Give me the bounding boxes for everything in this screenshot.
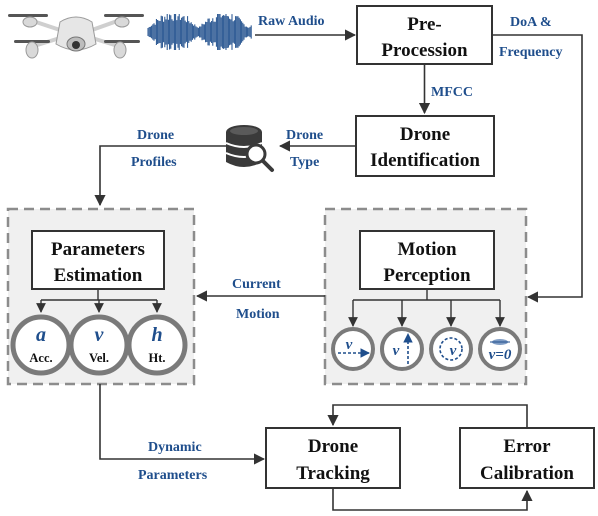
tracking-to-calibration-arrow [332, 488, 533, 511]
tracking-box: Drone Tracking [265, 427, 401, 489]
tracking-label-line1: Drone [308, 436, 358, 457]
calibration-label-line2: Calibration [480, 463, 574, 484]
estimation-label-line1: Parameters [51, 239, 145, 260]
preprocession-label-line2: Procession [381, 40, 468, 61]
identification-label-line2: Identification [370, 150, 480, 171]
drone-profiles-label-line2: Profiles [131, 155, 177, 170]
database-search-icon [225, 125, 274, 172]
doa-arrow [492, 34, 583, 303]
preprocession-box: Pre- Procession [356, 5, 493, 65]
parameters-group: Parameters Estimation a Acc. v Vel. h Ht… [6, 207, 196, 386]
doa-label-line1: DoA & [510, 15, 552, 30]
param-ht: h Ht. [126, 314, 188, 376]
raw-audio-label: Raw Audio [258, 14, 325, 29]
current-motion-label-line1: Current [232, 277, 281, 292]
mfcc-label: MFCC [431, 85, 473, 100]
motion-rotation-symbol: v [450, 343, 457, 359]
identification-box: Drone Identification [355, 115, 495, 177]
motion-vertical-state: v [380, 327, 424, 371]
estimation-label-line2: Estimation [54, 265, 143, 286]
preprocession-label-line1: Pre- [407, 14, 441, 35]
param-vel: v Vel. [68, 314, 130, 376]
dynamic-params-label-line2: Parameters [138, 468, 208, 483]
drone-profiles-arrow [94, 145, 226, 207]
identification-label-line1: Drone [400, 124, 450, 145]
calibration-label-line1: Error [503, 436, 551, 457]
motion-horizontal-state: v [331, 327, 375, 371]
drone-profiles-label-line1: Drone [137, 128, 174, 143]
dynamic-params-label-line1: Dynamic [148, 440, 202, 455]
doa-label-line2: Frequency [499, 45, 563, 60]
dynamic-parameters-arrow [99, 384, 266, 465]
tracking-label-line2: Tracking [296, 463, 370, 484]
perception-label-line2: Perception [383, 265, 471, 286]
param-vel-label: Vel. [89, 351, 109, 365]
param-ht-label: Ht. [148, 351, 165, 365]
motion-hover-symbol: v=0 [489, 347, 512, 363]
param-acc-label: Acc. [29, 351, 52, 365]
drone-icon [8, 14, 144, 59]
rotation-motion-icon [439, 337, 463, 361]
param-acc-symbol: a [36, 324, 46, 346]
drone-type-label-line2: Type [290, 155, 319, 170]
param-ht-symbol: h [151, 324, 162, 346]
motion-group: Motion Perception v v v [323, 207, 528, 386]
drone-type-label-line1: Drone [286, 128, 323, 143]
motion-hover-state: v=0 [478, 327, 522, 371]
waveform-trace [147, 14, 252, 50]
motion-vertical-symbol: v [393, 343, 400, 359]
hover-icon [490, 339, 510, 345]
perception-label-line1: Motion [397, 239, 457, 260]
param-acc: a Acc. [10, 314, 72, 376]
calibration-to-tracking-arrow [327, 404, 528, 428]
motion-horizontal-symbol: v [346, 337, 353, 353]
calibration-box: Error Calibration [459, 427, 595, 489]
current-motion-label-line2: Motion [236, 307, 280, 322]
param-vel-symbol: v [95, 324, 105, 346]
motion-rotation-state: v [429, 327, 473, 371]
audio-waveform-icon [147, 14, 252, 50]
